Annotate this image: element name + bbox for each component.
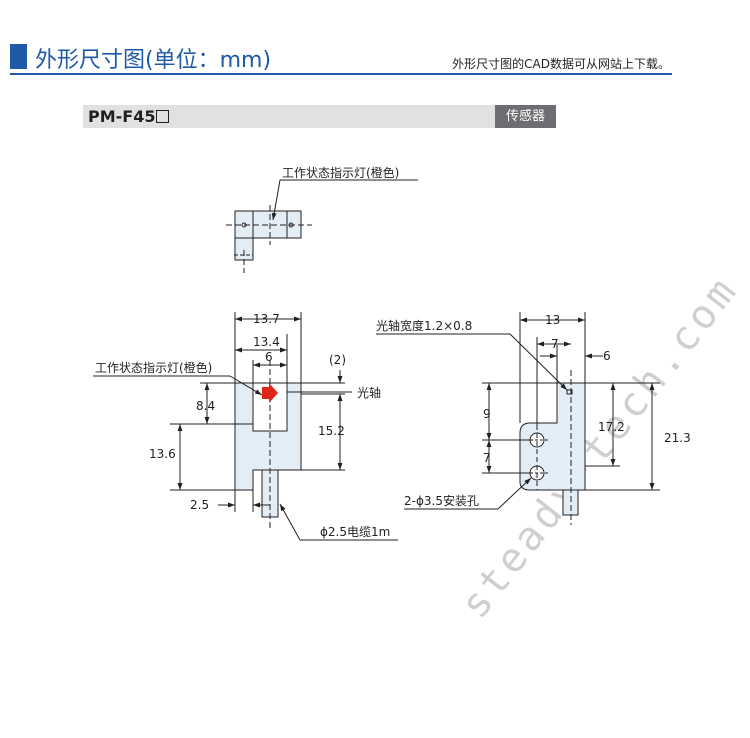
top-view [226,179,418,273]
side-view [376,312,660,525]
sensor-badge: 传感器 [495,105,556,128]
cad-download-note: 外形尺寸图的CAD数据可从网站上下载。 [452,57,670,71]
cable-label: ϕ2.5电缆1m [320,525,390,539]
side-view-cable [562,489,579,516]
dim-13-7: 13.7 [253,312,280,326]
mounting-hole-label: 2-ϕ3.5安装孔 [404,493,479,508]
front-view [93,312,398,541]
dim-17-2: 17.2 [598,420,625,434]
dim-13-4: 13.4 [253,335,280,349]
dim-6: 6 [265,350,273,364]
model-suffix-box [156,110,170,123]
dim-21-3: 21.3 [664,431,691,445]
dim-13: 13 [545,313,560,327]
model-name: PM-F45 [88,107,170,126]
top-indicator-label: 工作状态指示灯(橙色) [282,165,399,180]
dim-6-side: 6 [603,349,611,363]
dim-13-6: 13.6 [149,447,176,461]
top-view-cable-base [234,237,254,261]
side-view-body [519,382,586,491]
dim-2-5: 2.5 [190,498,209,512]
dim-8-4: 8.4 [196,399,215,413]
dim-7-top: 7 [551,337,559,351]
dim-2: (2) [329,353,346,367]
dim-7: 7 [483,451,491,465]
dim-9: 9 [483,407,491,421]
model-title-bar [83,105,556,128]
axis-width-label: 光轴宽度1.2×0.8 [376,318,472,333]
indicator-led-icon [262,383,278,403]
page-title: 外形尺寸图(单位：mm) [35,48,272,73]
model-name-text: PM-F45 [88,107,156,126]
dim-15-2: 15.2 [318,424,345,438]
header-accent-bar [10,44,27,69]
optical-axis-label: 光轴 [357,385,381,400]
header-divider [10,73,672,75]
front-indicator-label: 工作状态指示灯(橙色) [95,360,212,375]
